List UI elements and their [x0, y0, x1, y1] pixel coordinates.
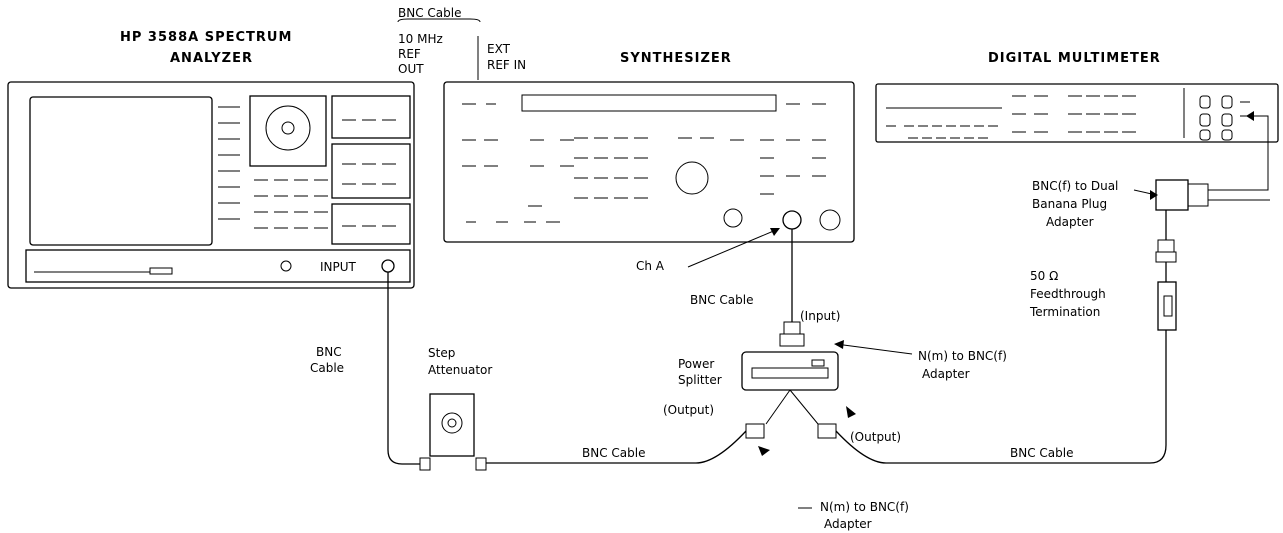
ext-ref-line2: REF IN [487, 58, 526, 72]
nm-bnc-upper-line2: Adapter [922, 367, 970, 381]
multimeter-title: DIGITAL MULTIMETER [988, 51, 1161, 66]
step-atten-line1: Step [428, 346, 455, 360]
step-attenuator-icon [429, 393, 475, 457]
feedthrough-line3: Termination [1029, 305, 1100, 319]
ref-out-line1: 10 MHz [398, 32, 443, 46]
bnc-cable-bottom-right-label: BNC Cable [1010, 446, 1073, 460]
banana-label-line3: Adapter [1046, 215, 1094, 229]
nm-bnc-upper-line1: N(m) to BNC(f) [918, 349, 1007, 363]
ch-a-label: Ch A [636, 259, 665, 273]
multimeter-terminal-3 [1199, 113, 1211, 127]
synthesizer-output-port-3[interactable] [819, 209, 841, 231]
synthesizer-keys [462, 103, 826, 223]
analyzer-knob-center [281, 121, 295, 135]
analyzer-key-block-1 [331, 95, 411, 139]
synthesizer-body [443, 81, 855, 243]
analyzer-knob-icon[interactable] [265, 105, 311, 151]
nm-bnc-lower-line1: N(m) to BNC(f) [820, 500, 909, 514]
multimeter-terminal-4 [1221, 113, 1233, 127]
analyzer-keypad [254, 119, 396, 229]
attenuator-knob-icon[interactable] [441, 412, 463, 434]
output-left-label: (Output) [663, 403, 714, 417]
analyzer-input-label: INPUT [320, 260, 357, 274]
banana-label-line2: Banana Plug [1032, 197, 1107, 211]
splitter-label-line2: Splitter [678, 373, 722, 387]
bnc-cable-left [387, 272, 420, 465]
analyzer-title-line1: HP 3588A SPECTRUM [120, 30, 292, 45]
bnc-cable-left-line1: BNC [316, 345, 342, 359]
ext-ref-line1: EXT [487, 42, 511, 56]
banana-adapter-icon [1155, 179, 1189, 211]
multimeter-body [875, 83, 1279, 143]
multimeter-terminal-6 [1221, 129, 1233, 141]
analyzer-knob-panel [249, 95, 327, 167]
bnc-cable-bottom-left-label: BNC Cable [582, 446, 645, 460]
splitter-output-right-icon [817, 423, 837, 439]
analyzer-input-connector[interactable] [381, 259, 395, 273]
splitter-label-line1: Power [678, 357, 714, 371]
synthesizer-knob-icon[interactable] [675, 161, 709, 195]
synthesizer-output-port-1[interactable] [723, 208, 743, 228]
synthesizer: BNC Cable 10 MHz REF OUT EXT REF IN SYNT… [397, 6, 855, 273]
analyzer-body [7, 81, 415, 289]
analyzer-key-block-3 [331, 203, 411, 245]
synthesizer-display [521, 94, 777, 112]
nm-bnc-lower-line2: Adapter [824, 517, 872, 531]
banana-to-dmm-lead [1218, 115, 1269, 191]
analyzer-title-line2: ANALYZER [170, 51, 253, 66]
bnc-cable-top [397, 18, 481, 23]
synthesizer-output-ch-a[interactable] [782, 210, 802, 230]
analyzer-softkeys [218, 106, 240, 220]
synthesizer-title: SYNTHESIZER [620, 51, 732, 66]
feedthrough-line1: 50 Ω [1030, 269, 1058, 283]
spectrum-analyzer: HP 3588A SPECTRUM ANALYZER INPUT [7, 30, 415, 289]
bnc-cable-bottom-left [486, 430, 747, 464]
multimeter-terminal-2 [1221, 95, 1233, 109]
analyzer-screen [29, 96, 213, 246]
analyzer-key-block-2 [331, 143, 411, 199]
bnc-cable-bottom-right [835, 346, 1167, 464]
analyzer-floppy-slot [149, 267, 173, 275]
feedthrough-line2: Feedthrough [1030, 287, 1106, 301]
input-label: (Input) [800, 309, 840, 323]
bnc-cable-top-label: BNC Cable [398, 6, 461, 20]
nm-bnc-adapter-right-icon [1157, 239, 1175, 253]
nm-bnc-adapter-top-icon [783, 321, 801, 335]
bnc-cable-left-line2: Cable [310, 361, 344, 375]
feedthrough-termination-icon [1157, 281, 1177, 331]
ref-out-line3: OUT [398, 62, 424, 76]
splitter-output-left-icon [745, 423, 765, 439]
analyzer-bottom-strip [25, 249, 411, 283]
banana-label-line1: BNC(f) to Dual [1032, 179, 1118, 193]
multimeter-terminal-5 [1199, 129, 1211, 141]
analyzer-port-icon [280, 260, 292, 272]
step-atten-line2: Attenuator [428, 363, 492, 377]
power-splitter-icon [741, 351, 839, 391]
multimeter-terminal-1 [1199, 95, 1211, 109]
multimeter-keys [886, 95, 1136, 139]
output-right-label: (Output) [850, 430, 901, 444]
bnc-cable-synth-label: BNC Cable [690, 293, 753, 307]
digital-multimeter: DIGITAL MULTIMETER BNC(f) to Dual Banana… [875, 51, 1279, 346]
ref-out-line2: REF [398, 47, 421, 61]
signal-path: BNC Cable (Input) Power Splitter (Output… [310, 229, 1167, 531]
